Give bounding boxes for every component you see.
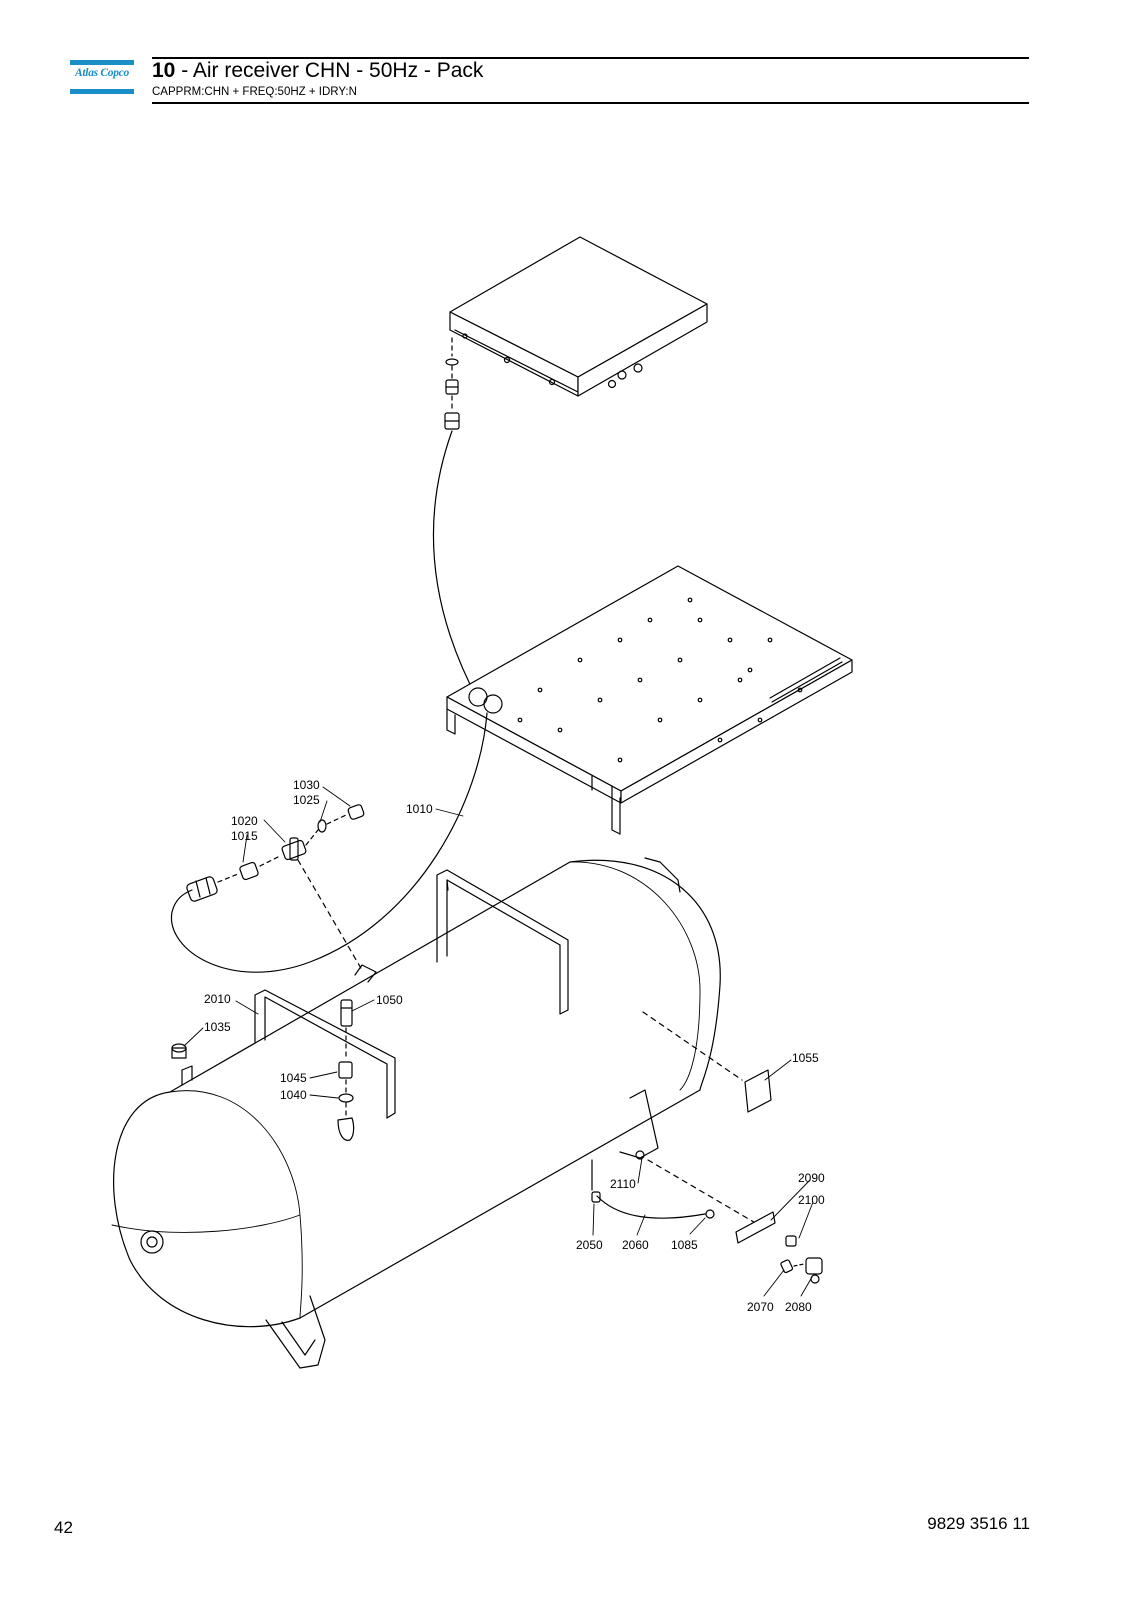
drain-hose-upper xyxy=(432,430,479,701)
callout-1055: 1055 xyxy=(792,1051,819,1065)
callout-2110: 2110 xyxy=(610,1177,636,1191)
safety-valve-group xyxy=(337,964,377,1141)
rear-foot xyxy=(619,1089,659,1159)
callout-2050: 2050 xyxy=(576,1238,603,1252)
callout-1045: 1045 xyxy=(280,1071,307,1085)
drain-hose-lower xyxy=(170,712,488,973)
page-title: 10 - Air receiver CHN - 50Hz - Pack xyxy=(152,58,483,84)
callout-1010: 1010 xyxy=(406,802,433,816)
section-number: 10 xyxy=(152,59,176,82)
callout-1025: 1025 xyxy=(293,793,320,807)
air-receiver-tank xyxy=(111,857,721,1328)
inlet-fittings xyxy=(186,804,365,971)
header-rule-bottom xyxy=(152,102,1029,104)
callout-2090: 2090 xyxy=(798,1171,825,1185)
logo-wordmark: Atlas Copco xyxy=(75,67,129,79)
callout-1020: 1020 xyxy=(231,814,258,828)
header-rule-top xyxy=(152,57,1029,59)
callout-2010: 2010 xyxy=(204,992,231,1006)
front-foot xyxy=(265,1295,326,1369)
front-foot-inner xyxy=(281,1321,316,1356)
dryer-unit xyxy=(449,236,708,397)
callout-labels: 1030 1025 1020 1015 1010 2010 1035 1050 … xyxy=(204,778,825,1314)
atlas-copco-logo: Atlas Copco xyxy=(70,60,134,94)
page-number: 42 xyxy=(54,1518,73,1537)
logo-bar-top xyxy=(70,60,134,65)
upper-bracket xyxy=(436,869,569,1015)
callout-2060: 2060 xyxy=(622,1238,649,1252)
callout-leaders xyxy=(183,786,814,1297)
callout-1015: 1015 xyxy=(231,829,258,843)
callout-2080: 2080 xyxy=(785,1300,812,1314)
page-subtitle: CAPPRM:CHN + FREQ:50HZ + IDRY:N xyxy=(152,86,357,98)
callout-1035: 1035 xyxy=(204,1020,231,1034)
base-plate xyxy=(446,565,853,835)
data-plate xyxy=(642,1011,772,1113)
callout-1050: 1050 xyxy=(376,993,403,1007)
callout-1030: 1030 xyxy=(293,778,320,792)
lower-bracket xyxy=(254,989,396,1119)
dryer-fittings xyxy=(444,337,460,430)
title-text: - Air receiver CHN - 50Hz - Pack xyxy=(175,59,484,82)
callout-2070: 2070 xyxy=(747,1300,774,1314)
callout-2100: 2100 xyxy=(798,1193,825,1207)
logo-bar-bottom xyxy=(70,89,134,94)
document-number: 9829 3516 11 xyxy=(927,1514,1030,1533)
drain-assembly xyxy=(591,1150,823,1284)
callout-1040: 1040 xyxy=(280,1088,307,1102)
callout-1085: 1085 xyxy=(671,1238,698,1252)
